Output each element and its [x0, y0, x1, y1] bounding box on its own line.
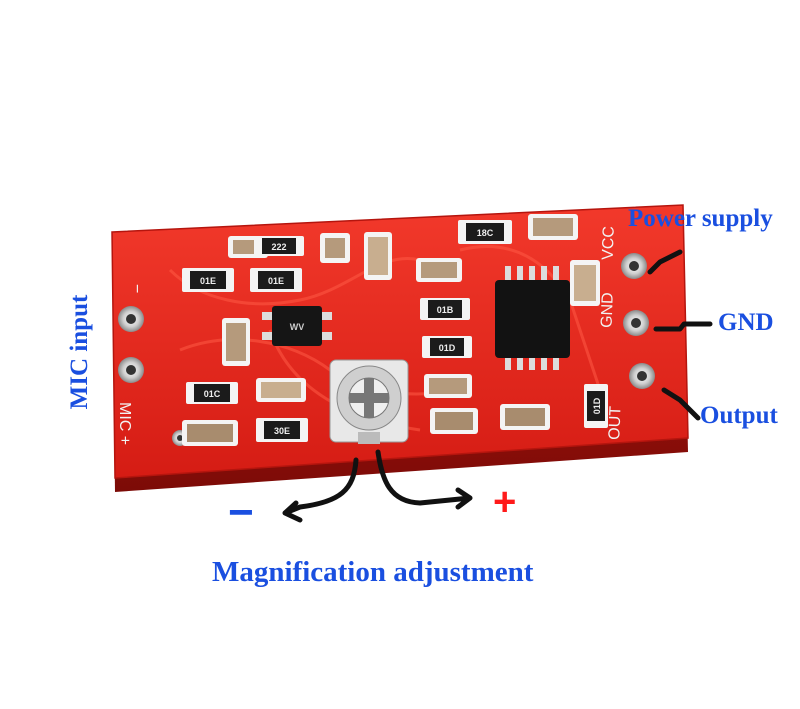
silk-vcc: VCC — [600, 226, 618, 260]
svg-text:01E: 01E — [268, 276, 284, 286]
svg-text:30E: 30E — [274, 426, 290, 436]
resistor-r7: 01C — [186, 382, 238, 404]
svg-text:01D: 01D — [439, 343, 456, 353]
resistors: 01E 01E 222 18C 01B 01D 01C 30E 01D — [182, 220, 608, 442]
magnification-adjustment-label: Magnification adjustment — [212, 556, 534, 588]
silkscreen: VCC GND OUT MIC + − — [116, 226, 624, 445]
svg-text:01E: 01E — [200, 276, 216, 286]
arrow-power-supply — [647, 249, 683, 275]
plus-sign: + — [493, 480, 517, 524]
gnd-label: GND — [718, 309, 774, 336]
resistor-r6: 01D — [422, 336, 472, 358]
silk-minus: − — [128, 284, 145, 293]
ic-chip — [495, 266, 570, 370]
pad-gnd — [623, 310, 649, 336]
output-label: Output — [700, 402, 778, 429]
svg-text:01B: 01B — [437, 305, 454, 315]
svg-text:01D: 01D — [592, 397, 602, 414]
arrow-plus — [375, 449, 473, 510]
header-pads — [118, 253, 655, 446]
svg-text:WV: WV — [290, 322, 305, 332]
svg-text:01C: 01C — [204, 389, 221, 399]
power-supply-label: Power supply — [628, 205, 773, 232]
resistor-r1: 01E — [182, 268, 234, 292]
transistor: WV — [262, 306, 332, 346]
pad-mic-plus — [118, 357, 144, 383]
resistor-r3: 222 — [254, 236, 304, 256]
mic-input-label: MIC input — [66, 294, 93, 410]
annotation-arrows — [282, 249, 713, 523]
resistor-r8: 30E — [256, 418, 308, 442]
arrow-minus — [282, 457, 359, 523]
pad-vcc — [621, 253, 647, 279]
pad-out — [629, 363, 655, 389]
potentiometer — [329, 359, 409, 444]
svg-text:222: 222 — [271, 242, 286, 252]
pad-mic-minus — [118, 306, 144, 332]
svg-text:18C: 18C — [477, 228, 494, 238]
arrow-output — [661, 387, 701, 421]
resistor-r2: 01E — [250, 268, 302, 292]
resistor-r4: 18C — [458, 220, 512, 244]
silk-gnd: GND — [599, 292, 617, 328]
resistor-r9: 01D — [584, 384, 608, 428]
silk-out: OUT — [606, 406, 624, 441]
silk-mic: MIC + — [116, 402, 133, 445]
minus-sign: − — [228, 488, 254, 537]
arrow-gnd — [653, 321, 713, 332]
resistor-r5: 01B — [420, 298, 470, 320]
